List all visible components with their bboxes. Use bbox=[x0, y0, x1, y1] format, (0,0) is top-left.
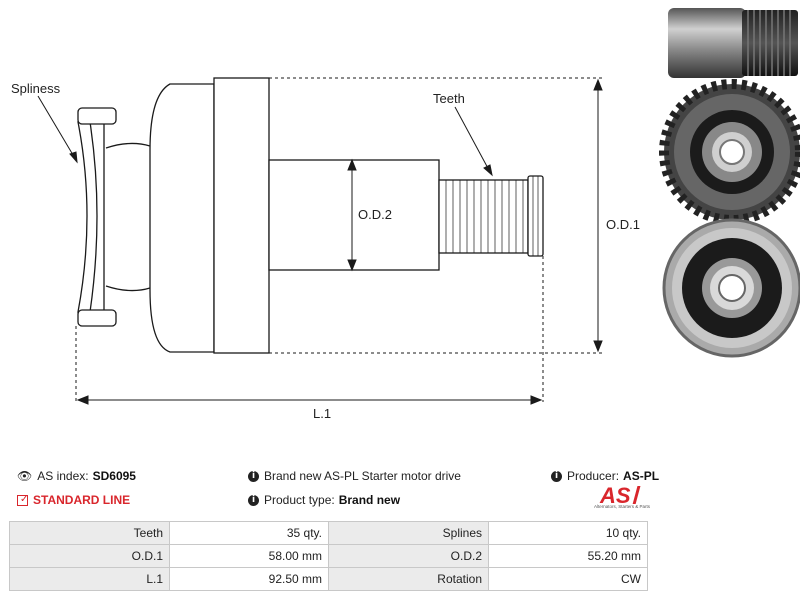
od2-label: O.D.2 bbox=[358, 207, 392, 222]
back-view-photo bbox=[662, 218, 800, 358]
clutch-housing bbox=[149, 83, 215, 353]
logo-mark: AS bbox=[599, 484, 631, 506]
table-row: O.D.1 58.00 mm O.D.2 55.20 mm bbox=[9, 544, 648, 568]
spec-value: CW bbox=[488, 567, 648, 591]
spec-key: O.D.1 bbox=[9, 544, 170, 568]
spec-key: L.1 bbox=[9, 567, 170, 591]
shaft bbox=[268, 159, 440, 271]
shaft-tip bbox=[527, 175, 544, 257]
spec-value: 55.20 mm bbox=[488, 544, 648, 568]
teeth-label: Teeth bbox=[433, 91, 465, 106]
spec-key: O.D.2 bbox=[328, 544, 489, 568]
standard-line-row: ✓ STANDARD LINE bbox=[17, 493, 130, 507]
specs-table: Teeth 35 qty. Splines 10 qty. O.D.1 58.0… bbox=[9, 521, 648, 591]
product-type-row: i Product type: Brand new bbox=[248, 493, 400, 507]
gear-front-photo bbox=[659, 79, 800, 225]
flange-cap-top bbox=[77, 107, 117, 125]
flange-cap-bottom bbox=[77, 309, 117, 327]
as-index-row: 👁 AS index: SD6095 bbox=[17, 469, 136, 483]
spec-value: 58.00 mm bbox=[169, 544, 329, 568]
spliness-label: Spliness bbox=[11, 81, 61, 96]
main-body bbox=[213, 77, 270, 354]
flange-ring bbox=[77, 121, 98, 313]
logo-tagline: Alternators, Starters & Parts bbox=[594, 504, 651, 509]
side-view-photo bbox=[668, 8, 798, 78]
teeth-leader bbox=[454, 106, 491, 173]
producer-value: AS-PL bbox=[623, 469, 660, 483]
technical-drawing: Spliness Teeth O.D.2 O.D.1 L.1 bbox=[11, 77, 640, 421]
product-photos bbox=[659, 8, 800, 358]
info-icon: i bbox=[248, 494, 259, 506]
spec-value: 92.50 mm bbox=[169, 567, 329, 591]
l1-label: L.1 bbox=[313, 406, 331, 421]
spec-value: 10 qty. bbox=[488, 521, 648, 545]
spec-key: Rotation bbox=[328, 567, 489, 591]
product-type-label: Product type: bbox=[264, 493, 335, 507]
od1-label: O.D.1 bbox=[606, 217, 640, 232]
producer-row: i Producer: AS-PL bbox=[551, 469, 659, 483]
spec-key: Teeth bbox=[9, 521, 170, 545]
eye-icon: 👁 bbox=[17, 469, 33, 483]
standard-line-label: STANDARD LINE bbox=[33, 493, 131, 507]
table-row: Teeth 35 qty. Splines 10 qty. bbox=[9, 521, 648, 545]
checkbox-icon: ✓ bbox=[17, 494, 28, 506]
spec-key: Splines bbox=[328, 521, 489, 545]
description-text: Brand new AS-PL Starter motor drive bbox=[264, 469, 461, 483]
info-icon: i bbox=[248, 470, 259, 482]
as-pl-logo: AS Alternators, Starters & Parts bbox=[594, 483, 650, 514]
as-index-label: AS index: bbox=[37, 469, 89, 483]
as-index-value: SD6095 bbox=[92, 469, 136, 483]
product-type-value: Brand new bbox=[338, 493, 401, 507]
description-row: i Brand new AS-PL Starter motor drive bbox=[248, 469, 461, 483]
info-icon: i bbox=[551, 470, 562, 482]
spliness-leader bbox=[37, 95, 77, 161]
spline-section bbox=[438, 179, 529, 254]
spec-value: 35 qty. bbox=[169, 521, 329, 545]
table-row: L.1 92.50 mm Rotation CW bbox=[9, 567, 648, 591]
producer-label: Producer: bbox=[567, 469, 620, 483]
